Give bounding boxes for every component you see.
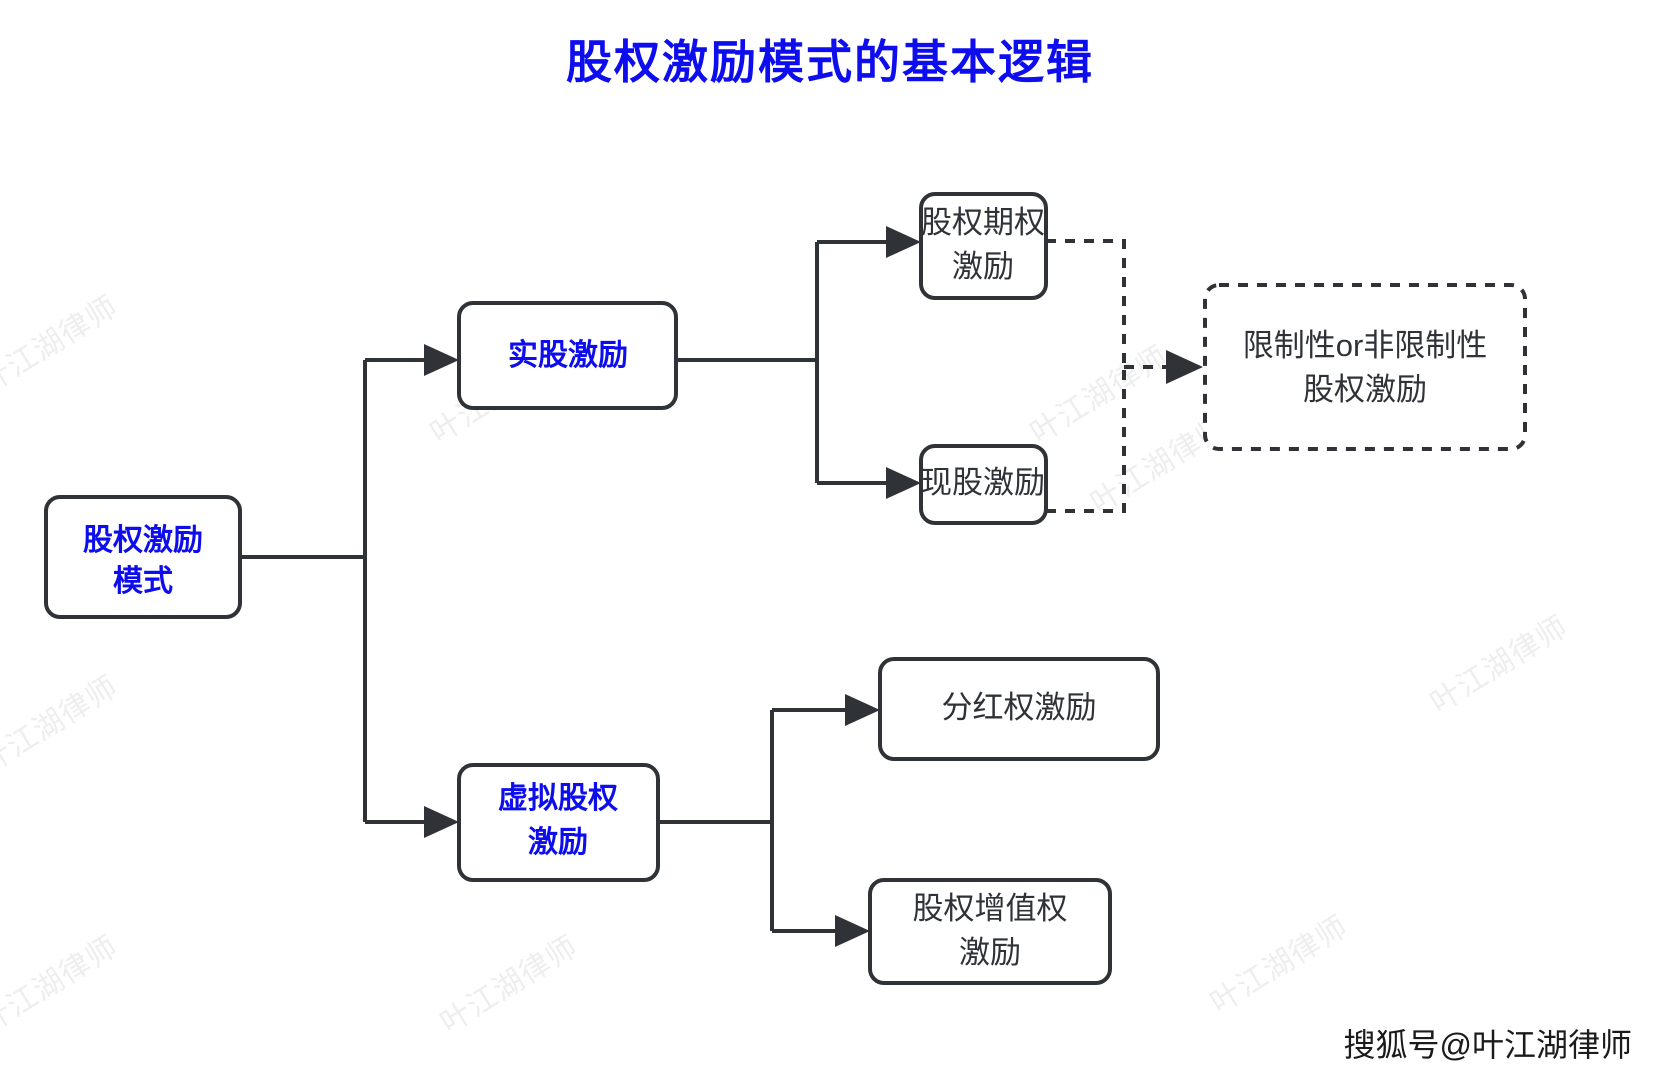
node-stock-option-label-line1: 股权期权 [921, 205, 1045, 240]
edge-root-to-virtual [365, 806, 459, 838]
attribution-text: 搜狐号@叶江湖律师 [1343, 1027, 1633, 1063]
node-stock-option[interactable]: 股权期权 激励 [919, 192, 1048, 300]
node-root-label-line2: 模式 [113, 565, 173, 598]
node-virtual-equity-label-line1: 虚拟股权 [498, 782, 618, 815]
node-virtual-equity-label-line2: 激励 [528, 826, 588, 859]
node-appreciation-right-label-line1: 股权增值权 [913, 891, 1068, 926]
node-appreciation-right[interactable]: 股权增值权 激励 [868, 878, 1112, 985]
edge-root-to-real [365, 344, 459, 376]
edge-virtual-to-apprec [772, 915, 870, 947]
node-root[interactable]: 股权激励 模式 [44, 495, 242, 619]
node-dividend-right[interactable]: 分红权激励 [878, 657, 1160, 761]
node-appreciation-right-label-line2: 激励 [959, 935, 1021, 970]
edge-real-to-option [817, 226, 921, 258]
node-spot-stock-label: 现股激励 [921, 465, 1045, 500]
node-root-label-line1: 股权激励 [83, 524, 203, 557]
node-restricted-equity-box[interactable] [1203, 283, 1527, 451]
node-virtual-equity-box[interactable] [457, 763, 660, 882]
node-real-equity[interactable]: 实股激励 [457, 301, 678, 410]
edge-option-to-restrict [1046, 239, 1126, 367]
node-root-box[interactable] [44, 495, 242, 619]
node-spot-stock[interactable]: 现股激励 [919, 444, 1048, 525]
node-restricted-equity-label-line2: 股权激励 [1303, 372, 1427, 407]
page-title: 股权激励模式的基本逻辑 [566, 36, 1094, 88]
node-restricted-equity[interactable]: 限制性or非限制性 股权激励 [1203, 283, 1527, 451]
node-dividend-right-box[interactable] [878, 657, 1160, 761]
edge-root-split [240, 360, 367, 822]
node-spot-stock-box[interactable] [919, 444, 1048, 525]
edge-spot-to-restrict [1046, 367, 1126, 513]
node-stock-option-box[interactable] [919, 192, 1048, 300]
node-restricted-equity-label-line1: 限制性or非限制性 [1243, 328, 1488, 363]
node-real-equity-label: 实股激励 [508, 338, 628, 372]
node-dividend-right-label: 分红权激励 [942, 690, 1097, 725]
edge-virtual-to-dividend [772, 694, 880, 726]
edge-merge-to-restrict [1124, 350, 1203, 384]
edge-virtual-split [658, 710, 774, 931]
node-appreciation-right-box[interactable] [868, 878, 1112, 985]
node-real-equity-box[interactable] [457, 301, 678, 410]
node-stock-option-label-line2: 激励 [952, 249, 1014, 284]
edge-real-to-spot [817, 467, 921, 499]
node-virtual-equity[interactable]: 虚拟股权 激励 [457, 763, 660, 882]
edge-real-split [676, 242, 819, 483]
